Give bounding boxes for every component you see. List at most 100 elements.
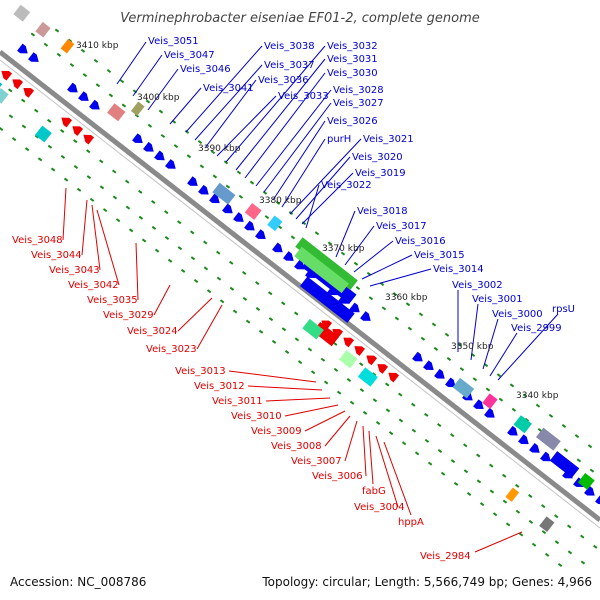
tick-mark bbox=[398, 418, 404, 423]
misc-feature bbox=[539, 516, 555, 532]
misc-feature-shape bbox=[294, 246, 349, 294]
gene-label[interactable]: Veis_3031 bbox=[327, 54, 378, 65]
tick-mark bbox=[93, 58, 99, 63]
gene-label[interactable]: Veis_3044 bbox=[31, 250, 82, 261]
gene-label[interactable]: Veis_3015 bbox=[414, 250, 465, 261]
tick-mark bbox=[476, 453, 481, 458]
gene-label[interactable]: Veis_2984 bbox=[420, 551, 471, 562]
tick-mark bbox=[431, 322, 437, 327]
tick-mark bbox=[450, 459, 456, 464]
tick-mark bbox=[394, 316, 400, 321]
misc-feature-shape bbox=[535, 427, 561, 451]
gene-label[interactable]: Veis_3042 bbox=[68, 280, 119, 291]
tick-mark bbox=[294, 337, 300, 342]
gene-label[interactable]: Veis_3036 bbox=[258, 75, 309, 86]
gene-label[interactable]: Veis_3051 bbox=[148, 36, 199, 47]
tick-mark bbox=[518, 532, 524, 537]
forward-gene bbox=[473, 399, 484, 410]
gene-label[interactable]: Veis_3021 bbox=[363, 134, 414, 145]
gene-label[interactable]: Veis_3004 bbox=[354, 502, 405, 513]
gene-label[interactable]: Veis_3011 bbox=[212, 396, 263, 407]
tick-mark bbox=[216, 250, 221, 255]
forward-gene bbox=[154, 150, 165, 161]
gene-label[interactable]: rpsU bbox=[552, 304, 575, 315]
reverse-gene bbox=[23, 87, 35, 98]
gene-label[interactable]: Veis_3035 bbox=[87, 295, 138, 306]
gene-label[interactable]: Veis_2999 bbox=[511, 323, 562, 334]
tick-mark bbox=[548, 413, 554, 418]
tick-mark bbox=[472, 377, 478, 382]
tick-mark bbox=[258, 329, 264, 334]
gene-label[interactable]: Veis_3000 bbox=[492, 309, 543, 320]
gene-label[interactable]: Veis_3032 bbox=[327, 41, 378, 52]
gene-label[interactable]: Veis_3016 bbox=[395, 236, 446, 247]
leader-line bbox=[375, 435, 399, 508]
reverse-gene-shape bbox=[388, 372, 400, 383]
tick-mark bbox=[99, 159, 104, 164]
leader-line bbox=[362, 425, 367, 477]
misc-feature bbox=[513, 415, 532, 434]
gene-label[interactable]: Veis_3008 bbox=[271, 441, 322, 452]
gene-label[interactable]: Veis_3018 bbox=[357, 206, 408, 217]
tick-mark bbox=[463, 443, 468, 448]
leader-line bbox=[62, 187, 67, 241]
misc-feature-shape bbox=[34, 125, 52, 143]
tick-mark bbox=[264, 215, 270, 220]
gene-label[interactable]: Veis_3007 bbox=[291, 456, 342, 467]
gene-label[interactable]: Veis_3023 bbox=[146, 344, 197, 355]
gene-label[interactable]: Veis_3046 bbox=[180, 64, 231, 75]
gene-label[interactable]: Veis_3037 bbox=[264, 60, 315, 71]
gene-label[interactable]: Veis_3017 bbox=[376, 221, 427, 232]
gene-label[interactable]: Veis_3019 bbox=[355, 168, 406, 179]
tick-mark bbox=[489, 489, 495, 494]
gene-label[interactable]: Veis_3026 bbox=[327, 116, 378, 127]
gene-label[interactable]: Veis_3027 bbox=[333, 98, 384, 109]
gene-label[interactable]: Veis_3033 bbox=[278, 91, 329, 102]
gene-label[interactable]: Veis_3020 bbox=[352, 152, 403, 163]
forward-gene bbox=[445, 377, 456, 388]
gene-label[interactable]: Veis_3002 bbox=[452, 280, 503, 291]
gene-label[interactable]: hppA bbox=[398, 517, 424, 528]
tick-mark bbox=[411, 428, 417, 433]
leader-line bbox=[353, 240, 394, 273]
gene-label[interactable]: Veis_3022 bbox=[321, 180, 372, 191]
gene-label[interactable]: Veis_3030 bbox=[327, 68, 378, 79]
gene-label[interactable]: Veis_3012 bbox=[194, 381, 245, 392]
gene-label[interactable]: Veis_3028 bbox=[333, 85, 384, 96]
gene-label[interactable]: purH bbox=[327, 134, 351, 145]
tick-mark bbox=[134, 113, 140, 118]
gene-label[interactable]: Veis_3014 bbox=[433, 264, 484, 275]
tick-mark bbox=[528, 519, 534, 524]
gene-label[interactable]: Veis_3006 bbox=[312, 471, 363, 482]
gene-label[interactable]: Veis_3009 bbox=[251, 426, 302, 437]
forward-gene bbox=[198, 184, 209, 195]
gene-label[interactable]: Veis_3047 bbox=[164, 50, 215, 61]
gene-label[interactable]: Veis_3029 bbox=[103, 310, 154, 321]
gene-label[interactable]: fabG bbox=[362, 486, 386, 497]
gene-label[interactable]: Veis_3048 bbox=[12, 235, 63, 246]
tick-mark bbox=[89, 197, 95, 202]
tick-mark bbox=[554, 540, 560, 545]
tick-mark bbox=[8, 88, 13, 93]
gene-label[interactable]: Veis_3024 bbox=[127, 326, 178, 337]
leader-line bbox=[489, 332, 518, 377]
reverse-gene-shape bbox=[23, 87, 35, 98]
gene-label[interactable]: Veis_3041 bbox=[203, 83, 254, 94]
gene-label[interactable]: Veis_3013 bbox=[175, 366, 226, 377]
gene-label[interactable]: Veis_3001 bbox=[472, 294, 523, 305]
tick-mark bbox=[229, 260, 234, 265]
forward-gene bbox=[360, 311, 371, 321]
tick-mark bbox=[567, 524, 572, 529]
leader-line bbox=[235, 58, 326, 171]
gene-label[interactable]: Veis_3010 bbox=[231, 411, 282, 422]
gene-label[interactable]: Veis_3043 bbox=[49, 265, 100, 276]
tick-mark bbox=[405, 302, 411, 307]
misc-feature bbox=[60, 39, 75, 54]
reverse-gene bbox=[12, 79, 24, 90]
tick-mark bbox=[574, 434, 580, 439]
tick-mark bbox=[125, 179, 130, 184]
tick-mark bbox=[106, 69, 112, 74]
tick-mark bbox=[576, 458, 582, 463]
gene-label[interactable]: Veis_3038 bbox=[264, 41, 315, 52]
misc-feature-shape bbox=[357, 367, 378, 387]
